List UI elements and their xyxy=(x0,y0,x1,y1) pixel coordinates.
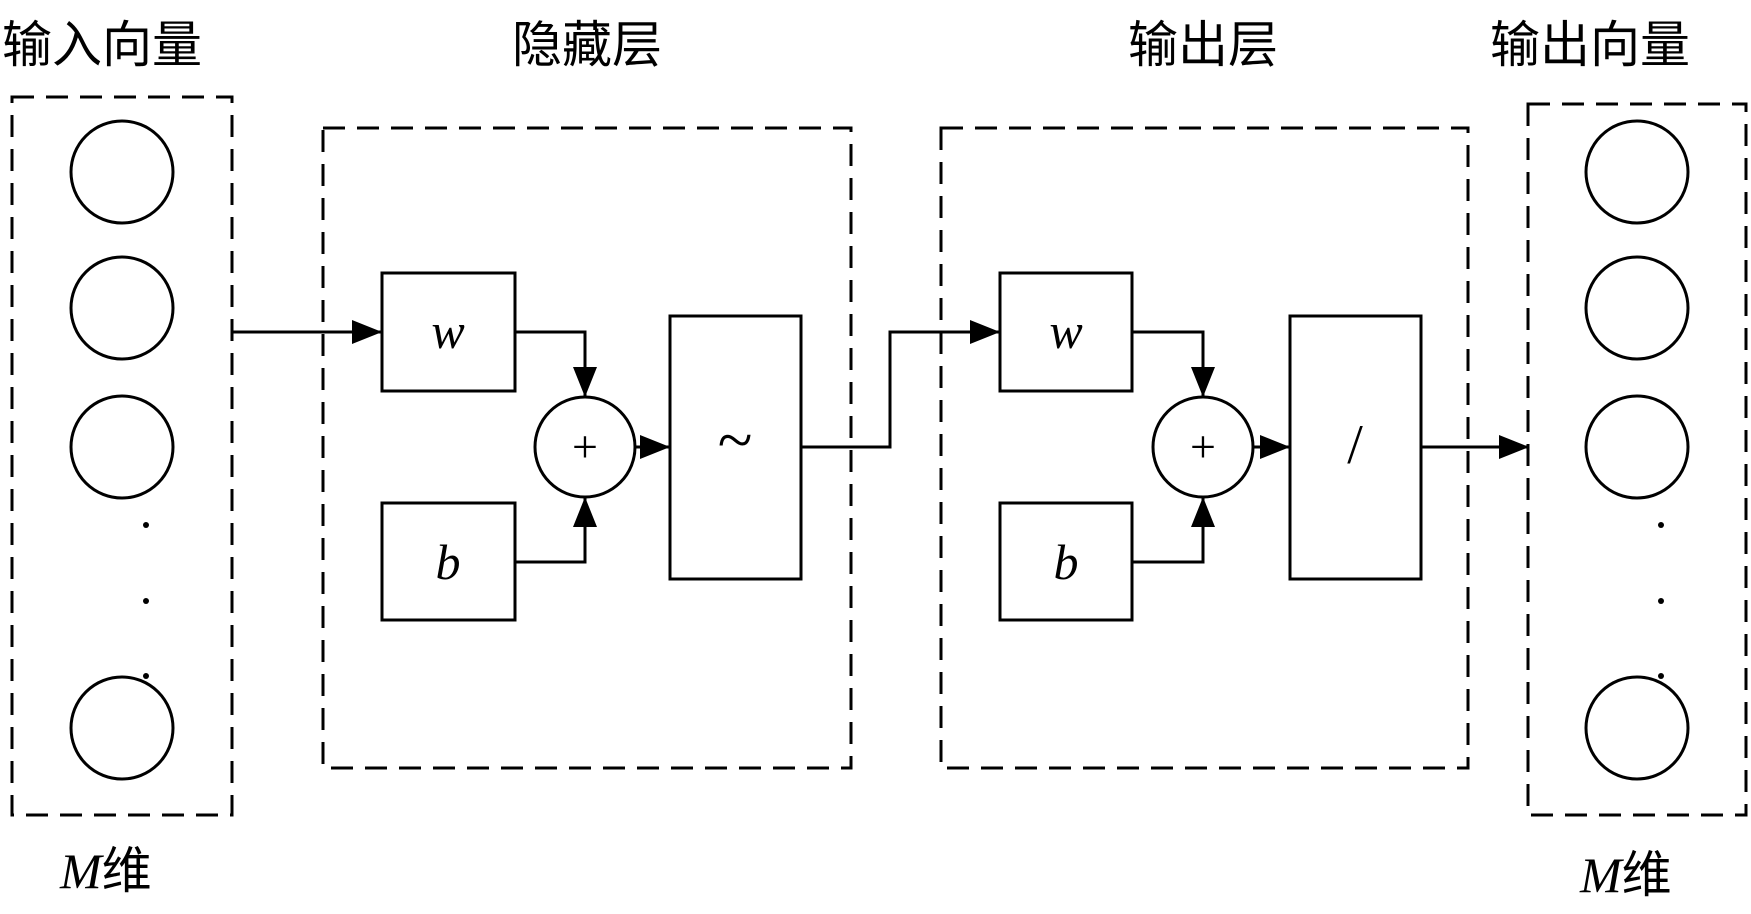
input-vector-group xyxy=(10,95,234,817)
input-node xyxy=(69,675,175,781)
hidden-activation-symbol: ~ xyxy=(718,404,753,475)
hidden-layer-group: w b + ~ xyxy=(321,126,853,770)
output-weight-to-sum-arrow xyxy=(1132,330,1215,397)
input-vector-frame xyxy=(10,95,234,817)
hidden-layer-title: 隐藏层 xyxy=(512,16,662,74)
output-activation-box xyxy=(1288,314,1423,581)
ellipsis-dot xyxy=(1658,673,1664,679)
hidden-activation-box xyxy=(668,314,803,581)
input-node xyxy=(69,394,175,500)
output-activation-symbol: / xyxy=(1347,414,1363,476)
output-weight-label: w xyxy=(1049,303,1082,359)
output-weight-box xyxy=(998,271,1134,393)
output-dimension-suffix: 维 xyxy=(1622,846,1672,904)
output-vector-frame xyxy=(1526,102,1748,817)
ellipsis-dot xyxy=(1658,598,1664,604)
input-dimension-suffix: 维 xyxy=(102,842,152,900)
output-vector-title: 输出向量 xyxy=(1490,16,1690,74)
output-bias-to-sum-arrow xyxy=(1132,497,1215,564)
hidden-to-output-arrow xyxy=(801,320,1000,449)
input-dimension-var: M xyxy=(59,843,104,899)
input-node xyxy=(69,119,175,225)
output-bias-box xyxy=(998,501,1134,622)
input-node xyxy=(69,255,175,361)
hidden-bias-label: b xyxy=(436,534,461,590)
hidden-bias-to-sum-arrow xyxy=(515,497,597,564)
hidden-layer-frame xyxy=(321,126,853,770)
output-layer-frame xyxy=(939,126,1470,770)
output-vector-group xyxy=(1526,102,1748,817)
output-node xyxy=(1584,255,1690,361)
output-layer-group: w b + / xyxy=(939,126,1470,770)
output-node xyxy=(1584,675,1690,781)
hidden-bias-box xyxy=(380,501,517,622)
output-node xyxy=(1584,119,1690,225)
hidden-sum-symbol: + xyxy=(572,421,598,472)
ellipsis-dot xyxy=(143,673,149,679)
output-layer-title: 输出层 xyxy=(1128,16,1278,74)
ellipsis-dot xyxy=(1658,522,1664,528)
output-dimension-var: M xyxy=(1579,847,1624,903)
ellipsis-dot xyxy=(143,522,149,528)
ellipsis-dot xyxy=(143,598,149,604)
hidden-weight-label: w xyxy=(431,303,464,359)
input-vector-title: 输入向量 xyxy=(2,16,202,74)
output-node xyxy=(1584,394,1690,500)
output-sum-symbol: + xyxy=(1190,421,1216,472)
hidden-weight-to-sum-arrow xyxy=(515,330,597,397)
input-dimension-label: M维 xyxy=(59,842,152,900)
output-dimension-label: M维 xyxy=(1579,846,1672,904)
output-bias-label: b xyxy=(1054,534,1079,590)
